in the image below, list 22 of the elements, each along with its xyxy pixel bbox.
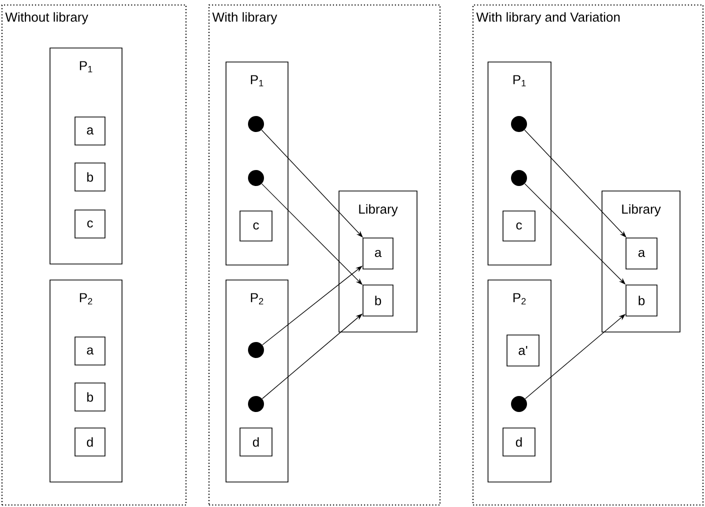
item-box: c [502,210,536,242]
reference-dot [248,396,264,412]
item-box: c [74,210,106,238]
item-box: d [240,428,272,456]
item-box: b [74,382,106,412]
item-box: a [362,238,394,270]
item-box: a [74,336,106,366]
reference-dot [248,342,264,358]
item-box: b [74,162,106,192]
item-box: b [626,284,658,316]
reference-dot [248,170,264,186]
reference-dot [511,116,527,132]
item-box: d [502,428,536,456]
reference-dot [511,170,527,186]
item-box: a' [506,334,540,366]
reference-dot [248,116,264,132]
reference-dot [511,396,527,412]
item-box: c [240,210,272,242]
item-box: a [626,238,658,270]
item-box: a [74,116,106,146]
item-box: d [74,428,106,456]
item-box: b [362,284,394,316]
